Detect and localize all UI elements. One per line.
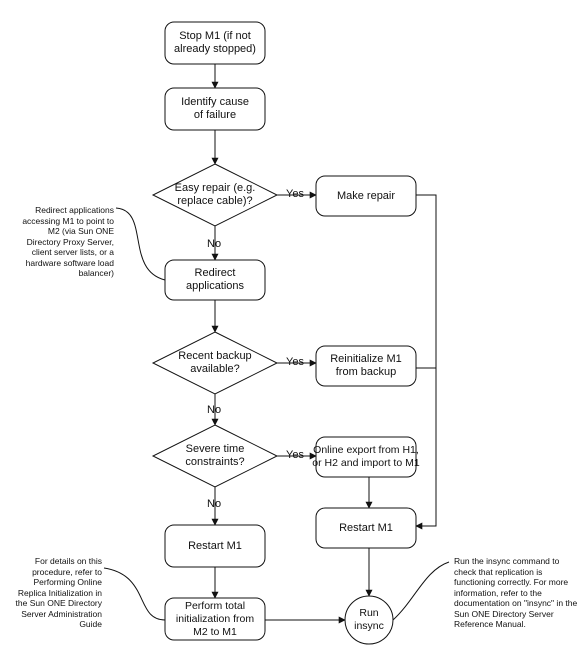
redirect-note: Redirect applications accessing M1 to po… (22, 205, 114, 278)
run-insync-label: Run insync (354, 607, 384, 632)
severe-time-label: Severe time constraints? (185, 443, 245, 468)
yes-label-backup: Yes (286, 356, 304, 368)
recent-backup-label: Recent backup available? (178, 350, 252, 375)
connector-make-repair (415, 194, 437, 530)
stop-m1-label: Stop M1 (if not already stopped) (174, 30, 256, 55)
insync-note: Run the insync command to check that rep… (454, 556, 578, 629)
no-label-severe: No (207, 498, 222, 510)
identify-cause-label: Identify cause of failure (181, 96, 249, 121)
online-export-label: Online export from H1, or H2 and import … (312, 444, 420, 469)
make-repair-label: Make repair (336, 189, 396, 202)
details-note: For details on this procedure, refer to … (15, 556, 102, 629)
redirect-apps-label: Redirect applications (185, 267, 245, 292)
easy-repair-label: Easy repair (e.g. replace cable)? (174, 182, 256, 207)
no-label-easy: No (207, 238, 222, 250)
insync-note-curve (392, 561, 450, 621)
details-note-curve (103, 567, 166, 621)
reinit-backup-label: Reinitialize M1 from backup (330, 353, 402, 378)
redirect-note-curve (115, 207, 166, 281)
total-init-label: Perform total initialization from M2 to … (175, 599, 255, 638)
restart-left-label: Restart M1 (188, 539, 242, 552)
yes-label-easy: Yes (286, 188, 304, 200)
yes-label-severe: Yes (286, 449, 304, 461)
no-label-backup: No (207, 404, 222, 416)
restart-right-label: Restart M1 (339, 521, 393, 534)
